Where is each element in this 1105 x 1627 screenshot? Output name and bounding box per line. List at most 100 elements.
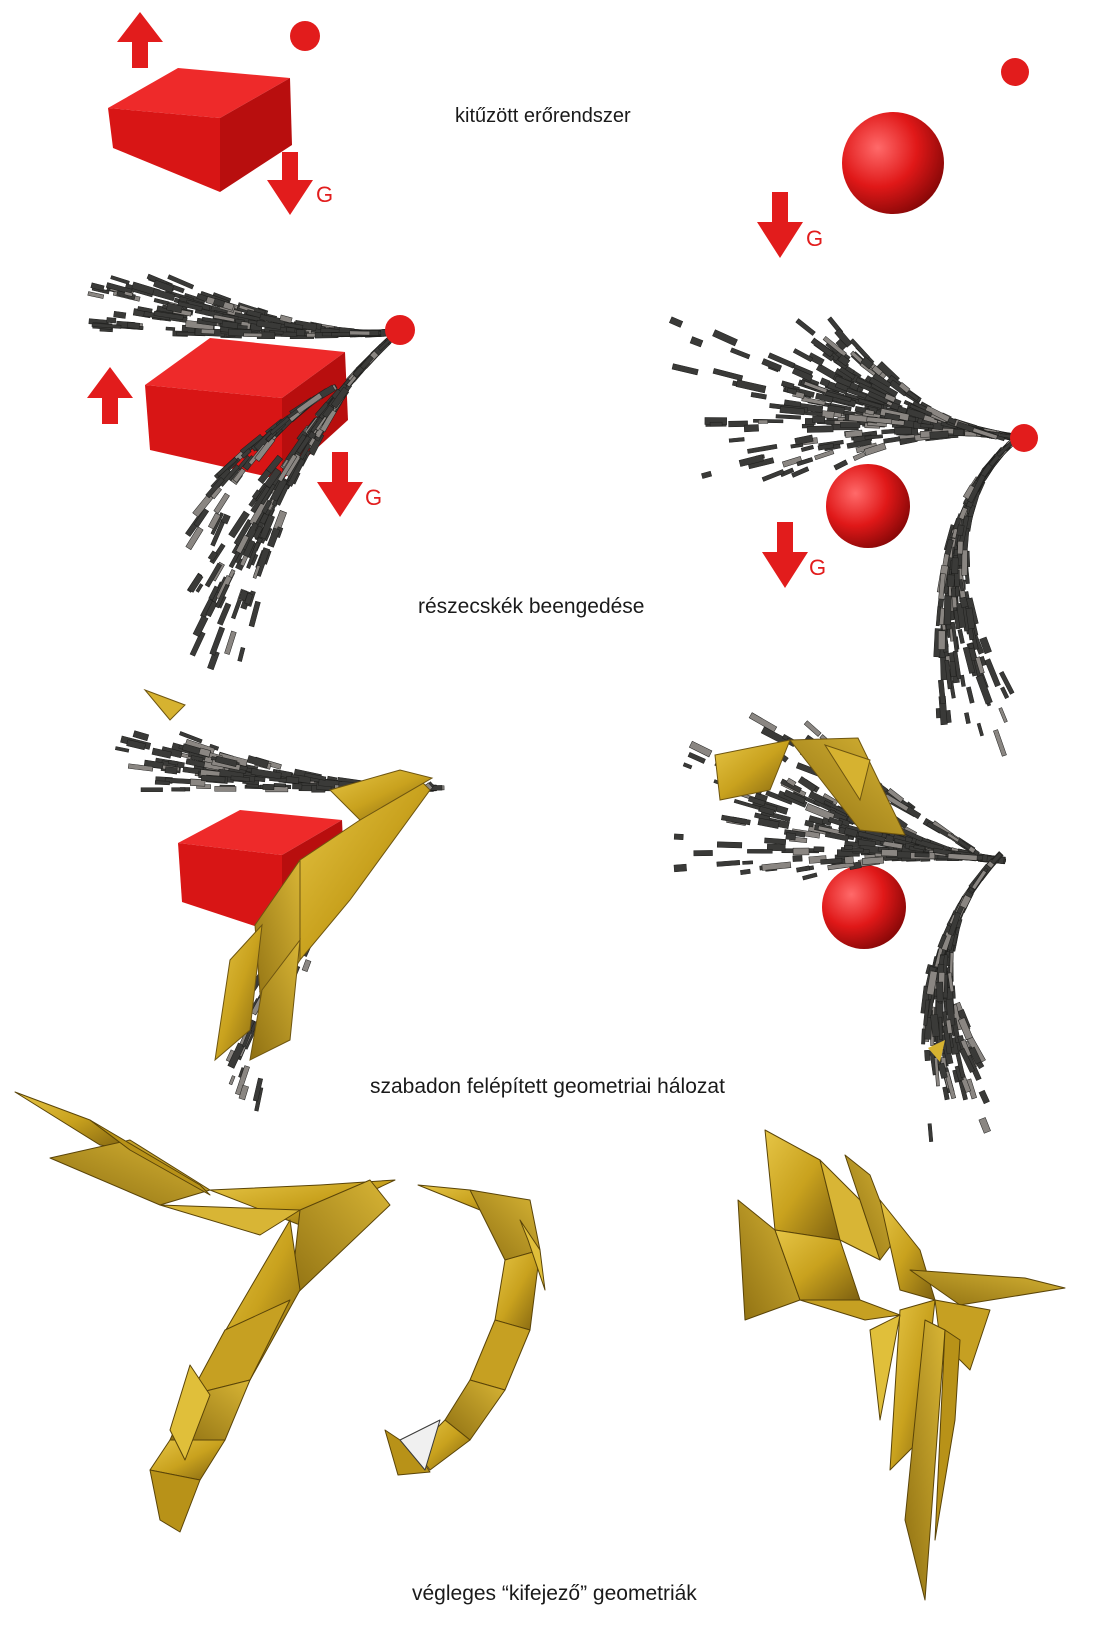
particle-plate (350, 331, 370, 335)
particle-plate (950, 661, 957, 677)
particle-plate (938, 599, 944, 608)
particle-plate (936, 708, 940, 718)
particle-plate (946, 710, 951, 722)
particle-plate (155, 781, 170, 785)
particle-plate (796, 866, 809, 872)
particle-plate (883, 437, 900, 444)
attractor-point (1001, 58, 1029, 86)
particle-plate (683, 763, 692, 769)
up-arrow-icon (87, 367, 133, 424)
particle-plate (840, 422, 860, 427)
particle-plate (979, 1090, 989, 1104)
red-sphere (826, 464, 910, 548)
particle-plate (244, 333, 262, 337)
particle-plate (193, 616, 208, 637)
particle-plate (747, 849, 772, 853)
particle-plate (834, 460, 848, 470)
particle-plate (88, 292, 104, 299)
particle-plate (701, 471, 711, 478)
particle-plate (674, 864, 687, 872)
particle-plate (331, 333, 350, 336)
network-box-scene (115, 690, 444, 1111)
particle-plate (353, 366, 364, 377)
particle-plate (166, 327, 175, 331)
particle-plate (736, 380, 766, 393)
particle-plate (229, 1076, 235, 1085)
up-arrow-icon (117, 12, 163, 68)
down-arrow-icon (267, 152, 313, 215)
particle-plate (999, 708, 1008, 723)
down-arrow-icon (762, 522, 808, 588)
particle-plate (791, 467, 808, 478)
particle-plate (960, 675, 965, 687)
particle-plate (762, 862, 791, 871)
particle-plate (107, 317, 116, 323)
particle-plate (225, 631, 237, 655)
force-system-box: G (108, 12, 333, 215)
gravity-label: G (809, 555, 826, 580)
particle-plate (924, 1050, 930, 1061)
particle-plate (985, 659, 1001, 687)
particle-plate (802, 873, 817, 880)
particle-plate (964, 712, 970, 723)
red-box-front (145, 385, 282, 480)
particle-plate (744, 424, 758, 431)
particle-plate (165, 767, 177, 775)
down-arrow-icon (317, 452, 363, 517)
particle-plate (111, 276, 130, 285)
particle-plate (958, 629, 965, 643)
force-system-sphere: G (757, 58, 1029, 258)
particle-plate (844, 845, 852, 849)
red-sphere (822, 865, 906, 949)
particle-plate (793, 855, 803, 861)
particle-plate (694, 850, 713, 856)
attractor-point (385, 315, 415, 345)
particle-plate (215, 786, 236, 791)
particles-sphere-scene: G (669, 317, 1038, 757)
particle-plate (958, 541, 964, 554)
final-geometry-left (15, 1092, 395, 1532)
particles-box-scene: G (87, 274, 415, 670)
particle-plate (292, 784, 302, 790)
particle-plate (286, 776, 299, 783)
particle-plate (127, 322, 140, 328)
particle-plate (747, 444, 777, 453)
particle-plate (928, 1124, 933, 1142)
particle-plate (853, 452, 866, 461)
particle-plate (930, 431, 949, 439)
particle-plate (154, 298, 169, 305)
particle-plate (966, 687, 974, 703)
particle-plate (976, 675, 992, 704)
gravity-label: G (316, 182, 333, 207)
particle-plate (953, 429, 963, 436)
particle-plate (960, 895, 971, 909)
particle-plate (758, 420, 767, 423)
particle-plate (743, 861, 753, 865)
particle-plate (201, 329, 214, 334)
particle-plate (814, 847, 824, 852)
particle-plate (751, 392, 767, 399)
caption-force-system: kitűzött erőrendszer (455, 105, 631, 127)
particle-plate (845, 856, 854, 864)
particle-plate (172, 788, 185, 792)
particle-plate (302, 960, 311, 972)
particle-plate (979, 1117, 991, 1133)
particle-plate (796, 319, 816, 336)
particle-plate (804, 721, 821, 737)
particle-plate (894, 428, 911, 435)
particle-plate (729, 437, 744, 442)
particle-plate (188, 574, 203, 593)
caption-particles: részecskék beengedése (418, 595, 644, 618)
down-arrow-icon (757, 192, 803, 258)
particle-plate (672, 364, 698, 375)
particle-plate (712, 330, 737, 346)
particle-plate (717, 842, 742, 848)
particle-plate (690, 337, 703, 347)
particle-plate (807, 426, 833, 433)
particle-plate (753, 419, 783, 423)
particle-plate (812, 416, 825, 423)
gravity-label: G (365, 485, 382, 510)
particle-plate (281, 332, 297, 337)
particle-plate (669, 317, 682, 328)
